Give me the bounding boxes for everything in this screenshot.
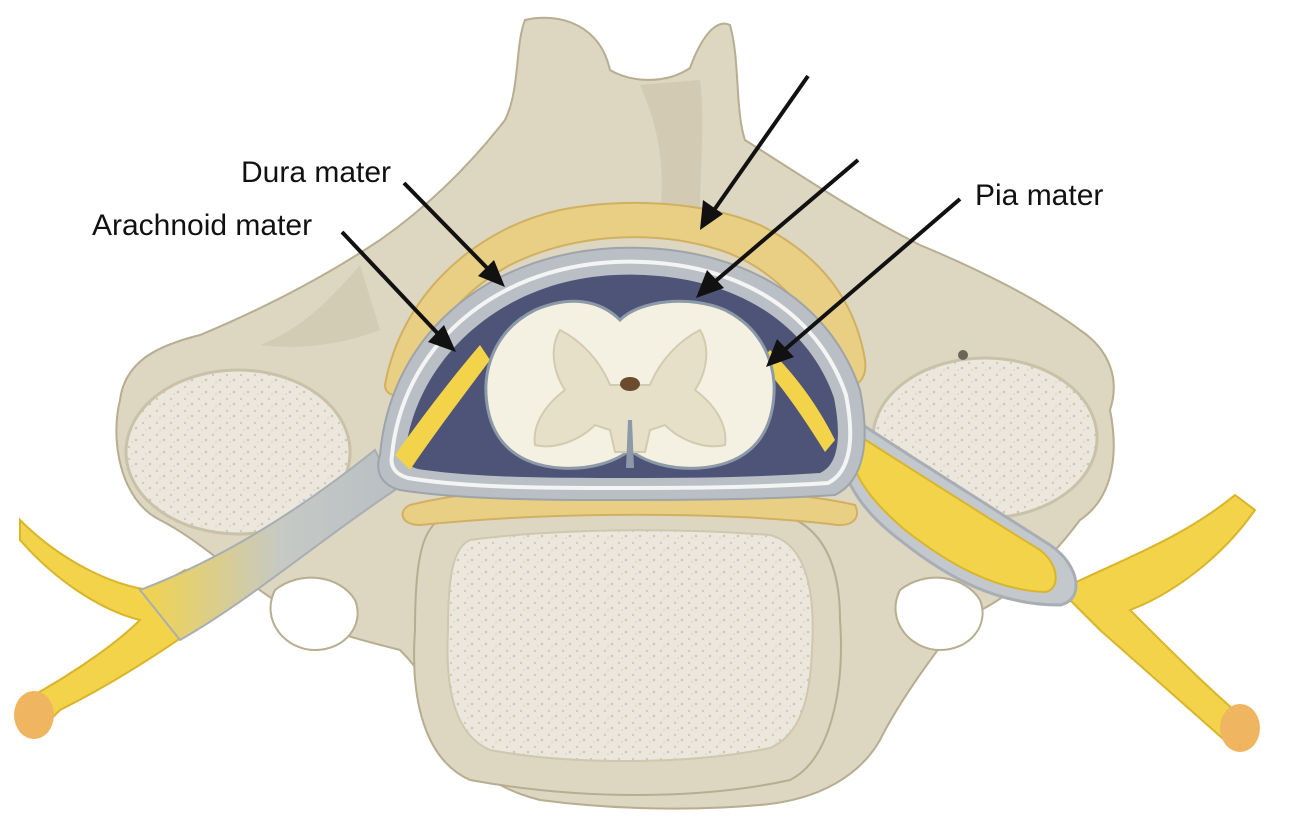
epidural-space-arrow — [710, 74, 810, 215]
central-canal — [620, 377, 640, 391]
dura-mater-arrowhead — [478, 260, 505, 287]
right-nerve-root — [848, 428, 1057, 594]
epidural-space-arrowhead — [700, 200, 723, 230]
right-spinal-nerve — [1058, 493, 1257, 747]
right-nerve-end — [1220, 704, 1260, 752]
subarachnoid-space-arrowhead — [696, 270, 724, 298]
leader-arrows — [340, 74, 962, 367]
arachnoid-mater-line — [389, 259, 853, 491]
left-spinal-nerve — [19, 517, 222, 732]
spinous-process-shadow — [640, 80, 703, 215]
spinal-nerves — [14, 407, 1260, 752]
left-transverse-foramen — [269, 576, 359, 652]
left-transverse-process — [124, 368, 352, 536]
left-nerve-root — [138, 448, 397, 642]
dura-mater-arrow — [402, 181, 494, 275]
dura-mater-label: Dura mater — [241, 156, 392, 189]
left-pia-strand — [395, 345, 490, 470]
bone-pit — [958, 350, 968, 360]
right-pia-strand — [760, 350, 835, 452]
subarachnoid-space-arrow — [710, 158, 860, 286]
left-lamina-shadow — [260, 265, 380, 347]
pia-mater-label: Pia mater — [975, 179, 1104, 212]
spinal-cord — [484, 299, 776, 470]
arachnoid-mater-label: Arachnoid mater — [92, 209, 313, 242]
left-nerve-end — [14, 691, 54, 739]
arachnoid-mater-arrow — [340, 230, 444, 340]
arachnoid-mater-arrowhead — [428, 325, 456, 352]
right-transverse-foramen — [894, 576, 984, 652]
vertebral-body-cancellous — [446, 529, 814, 763]
pia-mater-arrow — [780, 197, 962, 354]
pia-mater-arrowhead — [766, 339, 794, 367]
anterior-median-fissure — [626, 420, 634, 468]
